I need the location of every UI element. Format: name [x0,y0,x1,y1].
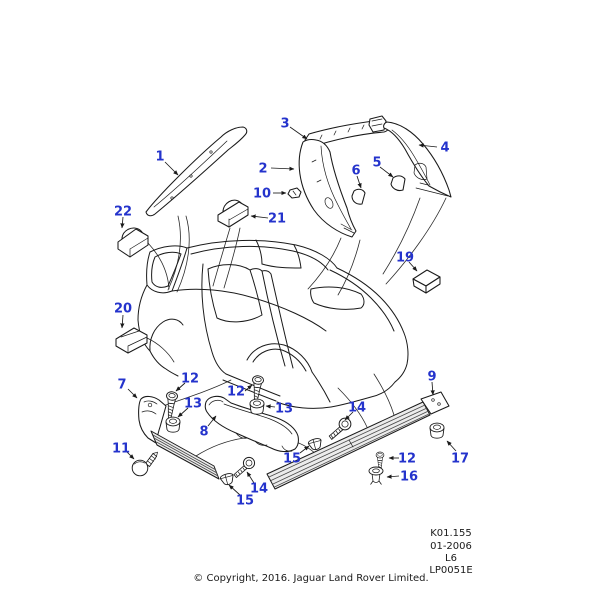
part-7-front-sill-finisher [138,395,220,480]
issue-date: 01-2006 [430,541,472,552]
callout-17-21[interactable]: 17 [451,452,469,467]
part-22-bracket [117,227,149,258]
model-code: L6 [445,553,457,564]
callout-11-10[interactable]: 11 [112,442,130,457]
callout-21-24[interactable]: 21 [268,212,286,227]
part-14-bolt-left [233,456,256,479]
callout-5-4[interactable]: 5 [372,156,381,171]
part-11-screw [131,451,158,477]
callout-19-22[interactable]: 19 [396,251,414,266]
callout-2-1[interactable]: 2 [258,162,267,177]
part-20-bracket [115,327,148,354]
part-21-bracket [217,199,249,228]
callout-1-0[interactable]: 1 [155,150,164,165]
part-4-right-quarter-pillar-trim [383,121,452,198]
callout-6-5[interactable]: 6 [351,164,360,179]
vehicle-outline [137,239,409,409]
catalog-code: K01.155 [430,528,472,539]
callout-20-23[interactable]: 20 [114,302,132,317]
part-12-screw-left [163,390,179,420]
callout-12-13[interactable]: 12 [398,452,416,467]
part-14-bolt-right [328,417,352,440]
part-17-grommet [429,422,445,439]
callout-12-11[interactable]: 12 [181,372,199,387]
part-1-a-pillar-trim [145,126,248,217]
part-2-left-quarter-pillar-trim [298,139,357,238]
copyright-notice: © Copyright, 2016. Jaguar Land Rover Lim… [193,573,428,584]
part-16-clip [368,466,384,485]
callout-leaders [120,126,457,496]
part-10-clip [287,187,302,199]
part-13-grommet-mid [249,398,265,415]
locator-curves [146,197,447,457]
callout-14-16[interactable]: 14 [250,482,268,497]
callout-7-6[interactable]: 7 [117,378,126,393]
callout-15-19[interactable]: 15 [283,452,301,467]
part-19-packing-pad [412,269,441,294]
drawing-number: LP0051E [429,565,472,576]
callout-13-15[interactable]: 13 [275,402,293,417]
part-13-grommet-left [165,416,181,433]
footer-reference-block: K01.155 01-2006 L6 LP0051E [429,528,472,576]
callout-9-8[interactable]: 9 [427,370,436,385]
callout-8-7[interactable]: 8 [199,425,208,440]
part-6-finisher-pad [351,188,366,205]
callout-13-14[interactable]: 13 [184,397,202,412]
part-5-finisher-pad [390,175,406,192]
part-15-clip-left [219,471,236,487]
callout-16-20[interactable]: 16 [400,470,418,485]
callout-22-25[interactable]: 22 [114,205,132,220]
callout-12-12[interactable]: 12 [227,385,245,400]
callout-14-17[interactable]: 14 [348,401,366,416]
callout-15-18[interactable]: 15 [236,494,254,509]
callout-3-2[interactable]: 3 [280,117,289,132]
callout-10-9[interactable]: 10 [253,187,271,202]
callout-4-3[interactable]: 4 [440,141,449,156]
